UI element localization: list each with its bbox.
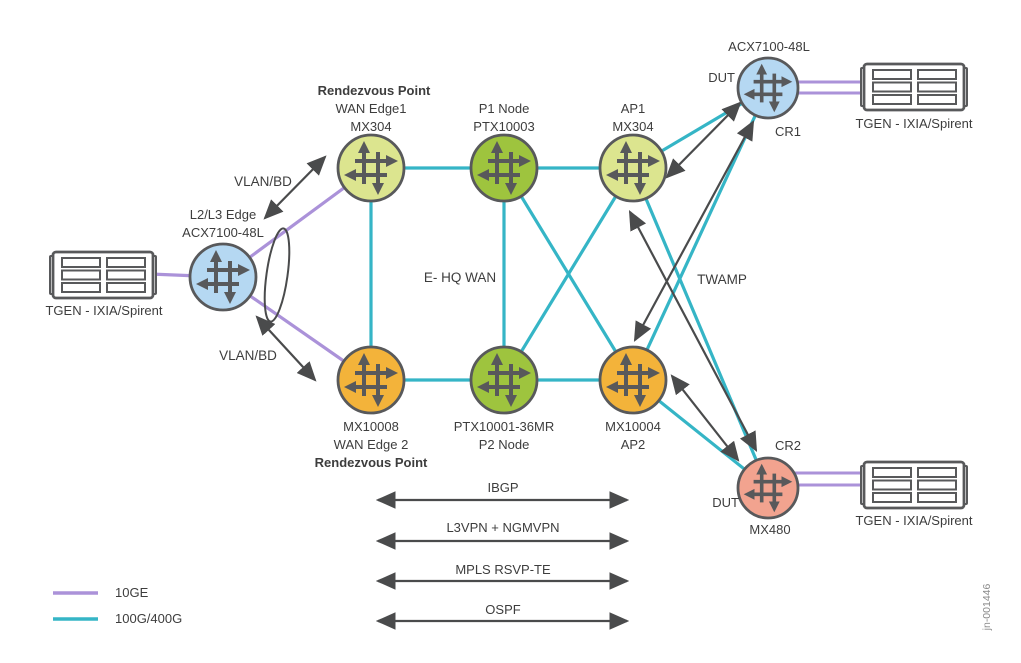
cr2-name-label: CR2 — [775, 438, 801, 453]
protocol-spans: IBGP L3VPN + NGMVPN MPLS RSVP-TE OSPF — [375, 480, 630, 630]
vlan-bd-bottom-label: VLAN/BD — [219, 348, 277, 363]
wanedge1-role-label: WAN Edge1 — [335, 101, 406, 116]
tgen-bottom-right — [859, 460, 969, 510]
tgen-left-label: TGEN - IXIA/Spirent — [45, 303, 162, 318]
node-cr2-circle — [736, 456, 800, 520]
node-cr2 — [736, 456, 800, 520]
cr2-dut-label: DUT — [712, 495, 739, 510]
wanedge2-model-label: MX10008 — [343, 419, 399, 434]
p2-model-label: PTX10001-36MR — [454, 419, 554, 434]
links-100g-400g — [369, 86, 770, 490]
twamp-label: TWAMP — [697, 272, 747, 287]
tgen-left — [48, 250, 158, 300]
node-wan-edge1 — [336, 133, 406, 203]
protocol-ibgp-label: IBGP — [487, 480, 518, 495]
node-ap1-circle — [598, 133, 668, 203]
cr2-model-label: MX480 — [749, 522, 790, 537]
node-ap1 — [598, 133, 668, 203]
node-p1-circle — [469, 133, 539, 203]
node-l2l3-edge-circle — [188, 242, 258, 312]
edge-role-label: L2/L3 Edge — [190, 207, 257, 222]
ap1-model-label: MX304 — [612, 119, 653, 134]
legend-100g-label: 100G/400G — [115, 611, 182, 626]
vlan-bd-top-arrow — [263, 155, 327, 220]
nodes — [188, 56, 800, 520]
tgen-bottom-label: TGEN - IXIA/Spirent — [855, 513, 972, 528]
node-wan-edge2-circle — [336, 345, 406, 415]
ap2-role-label: AP2 — [621, 437, 646, 452]
node-cr1-circle — [736, 56, 800, 120]
figure-id: jn-001446 — [981, 583, 993, 631]
node-l2l3-edge — [188, 242, 258, 312]
node-wan-edge1-circle — [336, 133, 406, 203]
p2-role-label: P2 Node — [479, 437, 530, 452]
cr1-model-label: ACX7100-48L — [728, 39, 810, 54]
ap2-model-label: MX10004 — [605, 419, 661, 434]
node-ap2 — [598, 345, 668, 415]
vlan-bd-top-label: VLAN/BD — [234, 174, 292, 189]
cr1-dut-label: DUT — [708, 70, 735, 85]
wanedge1-tag-label: Rendezvous Point — [318, 83, 431, 98]
e-hq-wan-label: E- HQ WAN — [424, 270, 496, 285]
node-wan-edge2 — [336, 345, 406, 415]
p1-model-label: PTX10003 — [473, 119, 534, 134]
node-p1 — [469, 133, 539, 203]
edge-model-label: ACX7100-48L — [182, 225, 264, 240]
protocol-ospf-label: OSPF — [485, 602, 520, 617]
tgen-top-right — [859, 62, 969, 112]
p1-role-label: P1 Node — [479, 101, 530, 116]
link-ap1-cr2 — [631, 167, 770, 489]
legend: 10GE 100G/400G — [53, 585, 182, 626]
node-cr1 — [736, 56, 800, 120]
node-p2-circle — [469, 345, 539, 415]
vlan-bd-bottom-arrow — [255, 315, 317, 382]
node-p2 — [469, 345, 539, 415]
tgen-top-label: TGEN - IXIA/Spirent — [855, 116, 972, 131]
link-p2-ap1 — [502, 167, 635, 381]
link-bundle-ellipse — [263, 227, 291, 323]
cr1-name-label: CR1 — [775, 124, 801, 139]
annotation-arrows — [255, 101, 758, 462]
legend-10ge-label: 10GE — [115, 585, 149, 600]
wanedge2-role-label: WAN Edge 2 — [334, 437, 409, 452]
ap1-role-label: AP1 — [621, 101, 646, 116]
node-ap2-circle — [598, 345, 668, 415]
wanedge2-tag-label: Rendezvous Point — [315, 455, 428, 470]
twamp-arrow-ap2-cr2 — [670, 374, 740, 462]
labels: TGEN - IXIA/Spirent TGEN - IXIA/Spirent … — [45, 39, 972, 537]
protocol-l3vpn-label: L3VPN + NGMVPN — [446, 520, 559, 535]
twamp-arrow-ap2-cr1 — [633, 120, 755, 342]
wanedge1-model-label: MX304 — [350, 119, 391, 134]
protocol-mpls-label: MPLS RSVP-TE — [455, 562, 551, 577]
